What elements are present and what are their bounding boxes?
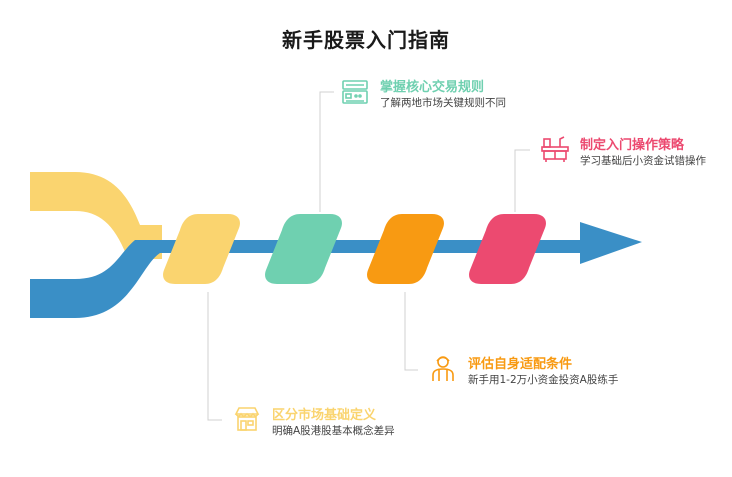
connector-step-2	[319, 91, 334, 212]
page-title: 新手股票入门指南	[282, 28, 450, 52]
step-2-title: 掌握核心交易规则	[380, 80, 485, 95]
ribbon-twist-2	[265, 214, 342, 284]
cash-register-icon	[342, 80, 368, 104]
connector-step-4	[514, 149, 530, 212]
desk-icon	[541, 136, 569, 162]
yellow-band	[30, 172, 162, 259]
ribbon-twist-3	[367, 214, 444, 284]
step-2-desc: 了解两地市场关键规则不同	[380, 97, 506, 109]
step-4: 制定入门操作策略 学习基础后小资金试错操作	[540, 134, 725, 168]
connector-step-3	[404, 292, 418, 371]
step-3-desc: 新手用1-2万小资金投资A股练手	[468, 374, 619, 386]
step-4-title: 制定入门操作策略	[580, 138, 685, 153]
connector-step-1	[207, 292, 222, 421]
step-1-title: 区分市场基础定义	[272, 408, 377, 423]
connector-lines	[207, 91, 530, 421]
step-3: 评估自身适配条件 新手用1-2万小资金投资A股练手	[428, 353, 688, 387]
ribbon-twist-4	[469, 214, 546, 284]
step-1: 区分市场基础定义 明确A股港股基本概念差异	[232, 404, 472, 438]
step-4-desc: 学习基础后小资金试错操作	[580, 155, 706, 167]
step-1-desc: 明确A股港股基本概念差异	[272, 425, 395, 437]
person-icon	[432, 356, 454, 381]
step-3-title: 评估自身适配条件	[468, 357, 573, 372]
step-2: 掌握核心交易规则 了解两地市场关键规则不同	[340, 76, 580, 110]
shop-icon	[234, 407, 260, 431]
ribbon-twist-1	[163, 214, 240, 284]
